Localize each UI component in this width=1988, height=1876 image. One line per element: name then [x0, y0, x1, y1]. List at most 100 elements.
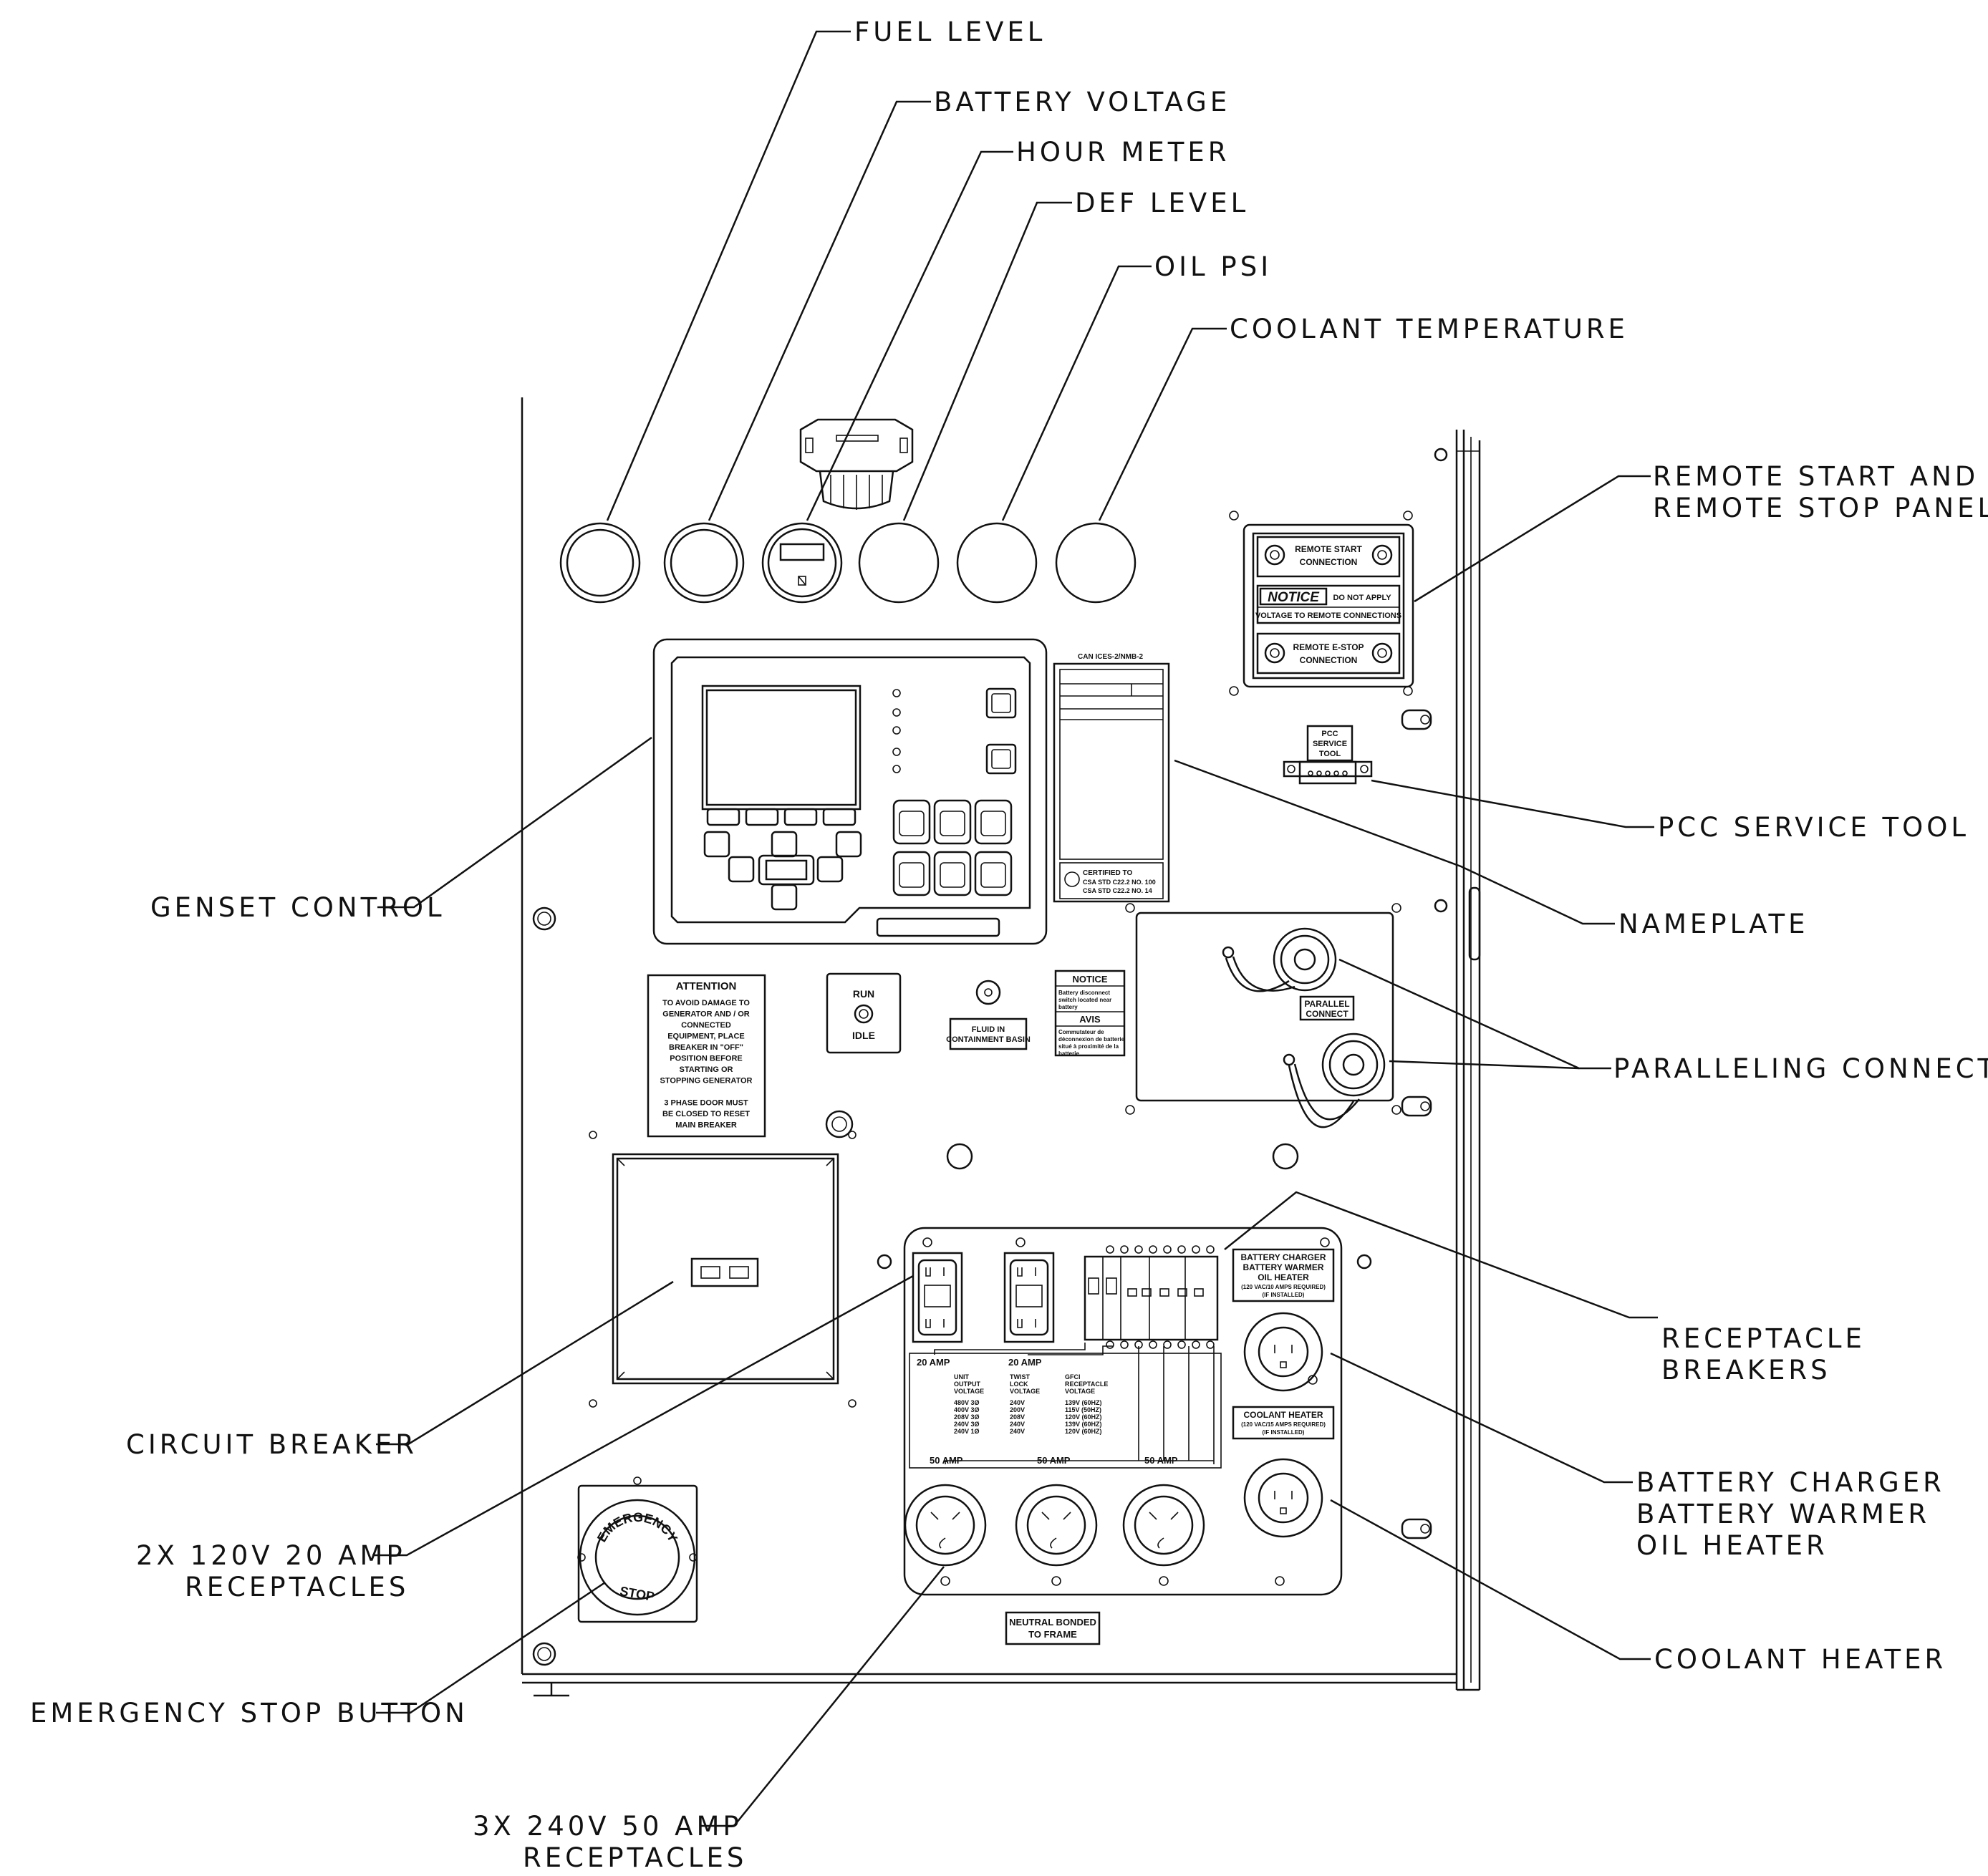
- def-level-gauge: [858, 522, 940, 604]
- receptacles-240-label-2: RECEPTACLES: [523, 1842, 747, 1873]
- avis-line: Commutateur de: [1058, 1029, 1104, 1035]
- attention-line: MAIN BREAKER: [675, 1121, 737, 1130]
- voltage-table-cell: 240V: [1010, 1428, 1025, 1435]
- emergency-stop-button: EMERGENCY STOP: [577, 1476, 698, 1623]
- voltage-table-cell: 240V: [1010, 1421, 1025, 1428]
- battery-charger-label-3: OIL HEATER: [1636, 1530, 1828, 1561]
- nameplate-label: NAMEPLATE: [1618, 909, 1808, 939]
- bc-label-5: (IF INSTALLED): [1263, 1292, 1305, 1298]
- voltage-table-cell: 240V: [1010, 1399, 1025, 1406]
- attention-line: BREAKER IN "OFF": [669, 1043, 743, 1052]
- attention-line: STARTING OR: [680, 1065, 733, 1074]
- coolant-temperature-label: COOLANT TEMPERATURE: [1230, 314, 1628, 344]
- voltage-table-header: OUTPUT: [954, 1381, 981, 1388]
- neutral-bonded-text: NEUTRAL BONDED: [1009, 1617, 1096, 1628]
- leader-lines: [372, 30, 1658, 1827]
- paralleling-connectors-label: PARALLELING CONNECTORS: [1613, 1053, 1988, 1084]
- hour-meter-label: HOUR METER: [1016, 137, 1230, 168]
- breaker-screw: [1106, 1245, 1114, 1254]
- callout-labels: FUEL LEVEL BATTERY VOLTAGE HOUR METER DE…: [30, 16, 1988, 1873]
- fluid-in-label: FLUID IN: [972, 1025, 1005, 1034]
- attention-title: ATTENTION: [676, 980, 737, 992]
- certified-std-1: CSA STD C22.2 NO. 100: [1083, 879, 1156, 886]
- breaker-screw: [1177, 1340, 1186, 1349]
- voltage-table-cell: 115V (50HZ): [1065, 1406, 1101, 1413]
- voltage-table-header: UNIT: [954, 1373, 969, 1381]
- notice-label: NOTICE: [1268, 590, 1320, 605]
- genset-control-panel: [652, 638, 1048, 945]
- pcc-service-tool-label: PCC SERVICE TOOL: [1658, 812, 1969, 843]
- notice-voltage-label: VOLTAGE TO REMOTE CONNECTIONS: [1255, 611, 1401, 620]
- receptacle-breakers-label-2: BREAKERS: [1661, 1355, 1831, 1386]
- breaker-screw: [1192, 1245, 1200, 1254]
- fuel-level-label: FUEL LEVEL: [854, 16, 1046, 47]
- amp-20-label-1: 20 AMP: [917, 1357, 950, 1368]
- circuit-breaker-label: CIRCUIT BREAKER: [126, 1429, 418, 1460]
- voltage-table-header: VOLTAGE: [1065, 1388, 1095, 1395]
- breaker-screw: [1163, 1245, 1172, 1254]
- breaker-screw: [1192, 1340, 1200, 1349]
- receptacle-breakers-label-1: RECEPTACLE: [1661, 1323, 1866, 1354]
- pcc-service-label: SERVICE: [1313, 740, 1347, 748]
- attention-line: TO AVOID DAMAGE TO: [662, 999, 750, 1007]
- neutral-bonded-label: NEUTRAL BONDED TO FRAME: [1005, 1611, 1101, 1645]
- voltage-table-cell: 208V 3Ø: [954, 1413, 980, 1421]
- voltage-table-cell: 480V 3Ø: [954, 1399, 980, 1406]
- genset-control-label: GENSET CONTROL: [150, 892, 445, 923]
- amp-20-label-2: 20 AMP: [1008, 1357, 1042, 1368]
- ch-label-1: COOLANT HEATER: [1243, 1410, 1323, 1420]
- breaker-screw: [1163, 1340, 1172, 1349]
- avis-line: situé à proximité de la: [1058, 1043, 1119, 1050]
- certified-label: CERTIFIED TO: [1083, 869, 1132, 877]
- attention-line: EQUIPMENT, PLACE: [667, 1033, 745, 1041]
- battery-voltage-gauge: [663, 522, 745, 604]
- voltage-table-cell: 139V (60HZ): [1065, 1421, 1102, 1428]
- oil-psi-gauge: [956, 522, 1038, 604]
- paralleling-connector-panel: PARALLEL CONNECT: [1125, 903, 1401, 1128]
- attention-line: BE CLOSED TO RESET: [662, 1110, 750, 1118]
- pcc-service-tool-port: PCC SERVICE TOOL: [1283, 725, 1373, 785]
- pcc-label: PCC: [1321, 730, 1338, 738]
- breaker-screw: [1149, 1245, 1157, 1254]
- breaker-screw: [1177, 1245, 1186, 1254]
- voltage-table-cell: 240V 1Ø: [954, 1428, 980, 1435]
- amp-50-label-2: 50 AMP: [1037, 1455, 1071, 1466]
- breaker-screw: [1206, 1245, 1215, 1254]
- nameplate: CAN ICES-2/NMB-2 CERTIFIED TO CSA STD C2…: [1053, 653, 1170, 903]
- voltage-table-header: TWIST: [1010, 1373, 1030, 1381]
- pcc-tool-label: TOOL: [1319, 750, 1341, 758]
- bc-label-1: BATTERY CHARGER: [1240, 1252, 1326, 1262]
- fuel-level-gauge: [559, 522, 641, 604]
- breaker-screw: [1120, 1245, 1129, 1254]
- run-idle-switch: RUN IDLE: [826, 972, 902, 1054]
- voltage-table-cell: 208V: [1010, 1413, 1025, 1421]
- voltage-table-header: VOLTAGE: [954, 1388, 984, 1395]
- remote-start-connection-label: CONNECTION: [1300, 557, 1358, 567]
- voltage-table-cell: 120V (60HZ): [1065, 1413, 1102, 1421]
- remote-panel-label-2: REMOTE STOP PANEL: [1653, 493, 1988, 523]
- run-label: RUN: [853, 988, 874, 1000]
- can-ices-label: CAN ICES-2/NMB-2: [1078, 653, 1144, 661]
- amp-50-label-1: 50 AMP: [930, 1455, 963, 1466]
- notice-line: switch located near: [1058, 997, 1111, 1003]
- bc-label-3: OIL HEATER: [1258, 1272, 1309, 1282]
- containment-basin-label: CONTAINMENT BASIN: [946, 1035, 1031, 1044]
- breaker-screw: [1106, 1340, 1114, 1349]
- remote-estop-label: REMOTE E-STOP: [1293, 642, 1364, 652]
- voltage-table-header: VOLTAGE: [1010, 1388, 1040, 1395]
- battery-charger-label-2: BATTERY WARMER: [1636, 1499, 1930, 1529]
- ch-label-3: (IF INSTALLED): [1263, 1429, 1305, 1436]
- voltage-table-cell: 120V (60HZ): [1065, 1428, 1102, 1435]
- fluid-containment-label: FLUID IN CONTAINMENT BASIN: [946, 980, 1031, 1050]
- breaker-screw: [1149, 1340, 1157, 1349]
- battery-voltage-label: BATTERY VOLTAGE: [934, 87, 1230, 117]
- notice-line: battery: [1058, 1004, 1078, 1010]
- attention-line: 3 PHASE DOOR MUST: [664, 1099, 748, 1108]
- avis-line: batterie: [1058, 1050, 1079, 1057]
- breaker-screw: [1134, 1245, 1143, 1254]
- bc-label-2: BATTERY WARMER: [1242, 1262, 1323, 1272]
- notice-title: NOTICE: [1072, 974, 1107, 985]
- remote-estop-connection-label: CONNECTION: [1300, 655, 1358, 665]
- avis-line: déconnexion de batterie: [1058, 1036, 1125, 1043]
